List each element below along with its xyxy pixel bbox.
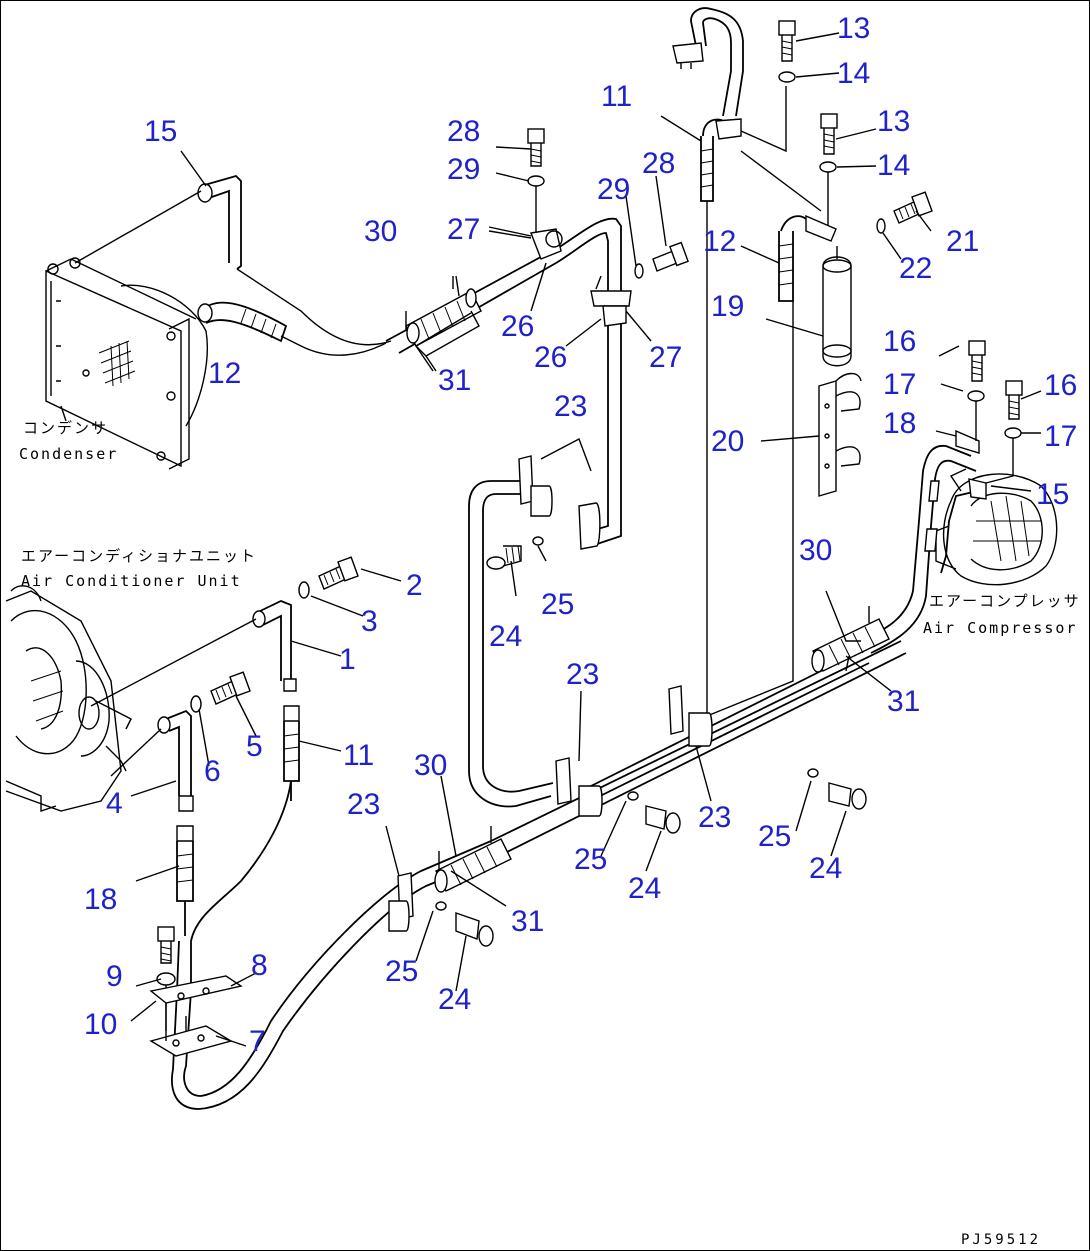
hose-15-condenser [74,174,392,346]
callout-3: 3 [361,605,378,638]
callout-24-center: 24 [628,872,661,905]
callout-12-right: 12 [703,225,736,258]
callout-30-top: 30 [364,215,397,248]
callout-25-right: 25 [758,820,791,853]
callout-24-lower: 24 [438,983,471,1016]
condenser-label-jp: コンデンサ [23,419,108,437]
callout-20: 20 [711,425,744,458]
callout-17-right: 17 [1044,420,1077,453]
callout-23-center: 23 [566,658,599,691]
callout-13-second: 13 [877,105,910,138]
bolt-24-lower [435,901,494,947]
compressor-label-en: Air Compressor [923,619,1077,637]
callout-24-right: 24 [809,852,842,885]
bolt-24-right [807,768,867,810]
hose-12-condenser [197,301,387,356]
callout-1: 1 [339,643,356,676]
receiver-drier-assembly [660,7,933,716]
bolt-24-center [627,791,681,834]
callout-31-right: 31 [887,685,920,718]
callout-29-top: 29 [447,153,480,186]
callout-19: 19 [711,290,744,323]
callout-10: 10 [84,1008,117,1041]
callout-23-right: 23 [698,801,731,834]
callout-14-top: 14 [837,57,870,90]
callout-15-compressor: 15 [1036,478,1069,511]
callout-2: 2 [406,569,423,602]
ac-unit-label-en: Air Conditioner Unit [21,572,242,590]
callout-30-right: 30 [799,534,832,567]
callout-7: 7 [249,1025,266,1058]
main-pipes [171,301,907,1110]
air-compressor [935,468,1058,586]
callout-15-condenser: 15 [144,115,177,148]
callout-26-lower: 26 [534,341,567,374]
pipe-clamps [388,455,890,947]
bracket-7-8 [149,926,243,1057]
callout-29-right: 29 [597,173,630,206]
callout-25-lower: 25 [385,955,418,988]
clamp-assembly-top [385,128,689,511]
callout-30-lower: 30 [414,749,447,782]
ac-unit-label-jp: エアーコンディショナユニット [21,547,257,565]
leader-lines [130,32,1042,1047]
callout-8: 8 [251,949,268,982]
condenser [45,257,208,470]
callout-21: 21 [946,225,979,258]
callout-27-top: 27 [447,213,480,246]
compressor-label-jp: エアーコンプレッサ [929,592,1081,610]
callout-23-top: 23 [554,390,587,423]
callout-28-top: 28 [447,115,480,148]
callout-5: 5 [246,730,263,763]
callout-18-right: 18 [883,407,916,440]
callout-12-condenser: 12 [208,357,241,390]
callout-27-lower: 27 [649,341,682,374]
callout-25-upper: 25 [541,588,574,621]
callout-11-left: 11 [343,739,374,772]
callout-13-top: 13 [837,12,870,45]
callout-31-top: 31 [438,364,471,397]
callout-18-left: 18 [84,883,117,916]
callout-28-right: 28 [642,147,675,180]
air-conditioner-unit [5,585,132,812]
callout-26-top: 26 [501,310,534,343]
condenser-label-en: Condenser [19,445,118,463]
callout-14-second: 14 [877,149,910,182]
callout-17-left: 17 [883,368,916,401]
callout-22: 22 [899,252,932,285]
callout-25-center: 25 [574,843,607,876]
callout-6: 6 [204,755,221,788]
callout-16-right: 16 [1044,369,1077,402]
callout-11-top: 11 [601,80,632,113]
callout-9: 9 [106,960,123,993]
callout-24-upper: 24 [489,620,522,653]
pipes-ac-unit [90,556,359,936]
bolt-24-upper [486,536,544,570]
callout-16-left: 16 [883,325,916,358]
callout-4: 4 [106,787,123,820]
callout-23-lower: 23 [347,788,380,821]
drawing-code: PJ59512 [961,1232,1041,1248]
callout-31-lower: 31 [511,905,544,938]
